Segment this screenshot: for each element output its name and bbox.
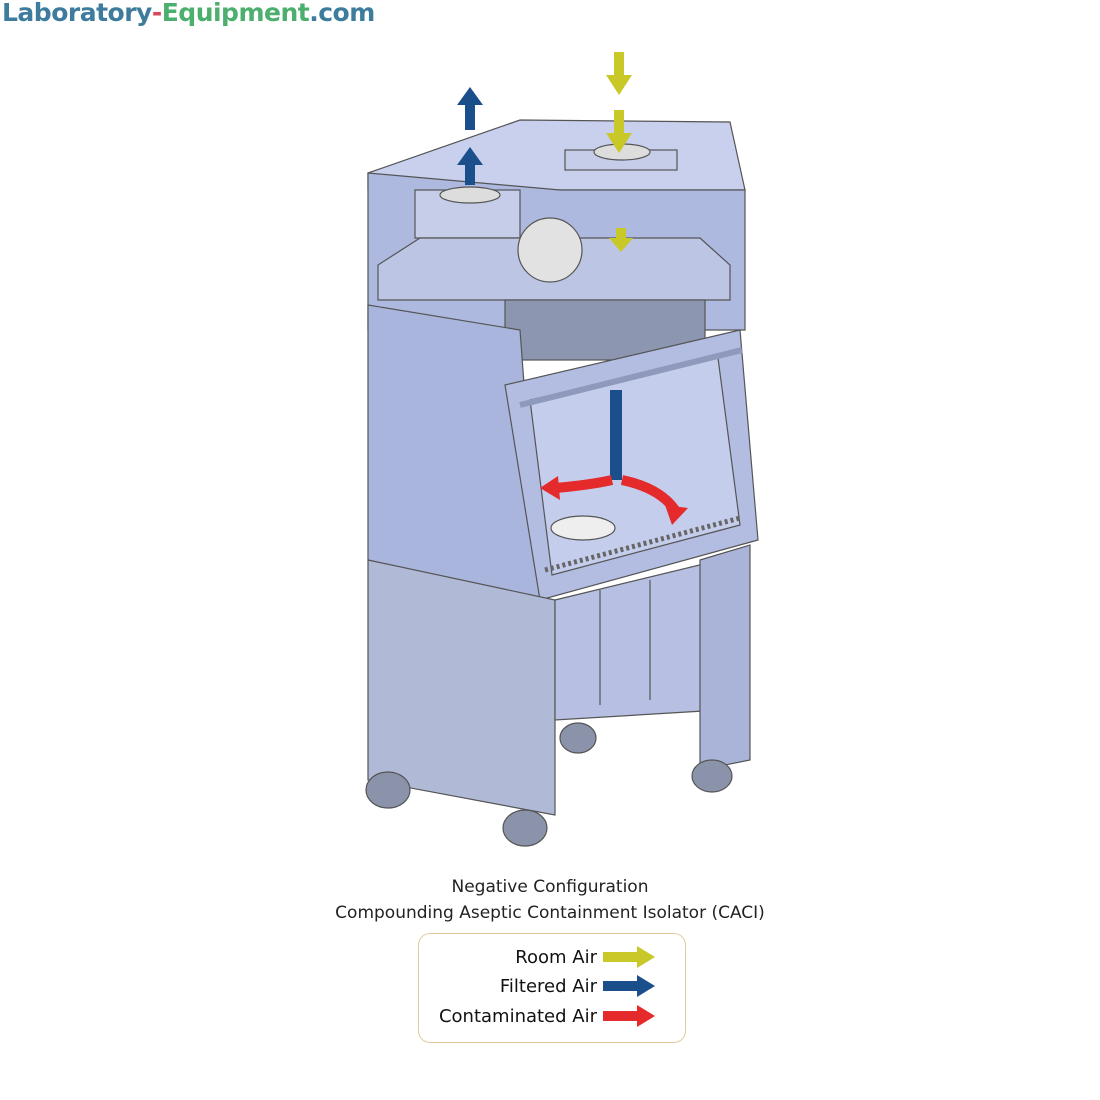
base-right-leg — [699, 544, 751, 771]
legend-label: Filtered Air — [499, 975, 597, 997]
legend-item-contaminated-air: Contaminated Air — [439, 1005, 655, 1027]
blue-arrow-icon — [603, 975, 655, 997]
caster-wheel — [502, 809, 548, 847]
filtered-air-arrows — [457, 87, 622, 480]
isolator-illustration — [365, 52, 759, 847]
base-left-panel — [367, 559, 556, 816]
caster-wheel — [691, 759, 733, 793]
logo-text-com: .com — [309, 0, 375, 27]
legend-item-room-air: Room Air — [515, 946, 655, 968]
site-logo: Laboratory-Equipment.com — [2, 0, 375, 27]
caption-subtitle: Compounding Aseptic Containment Isolator… — [335, 903, 765, 923]
exhaust-collar — [439, 186, 501, 204]
yellow-arrow-icon — [603, 946, 655, 968]
logo-dash: - — [151, 0, 162, 27]
caster-wheel — [559, 722, 597, 754]
blower-fan — [517, 217, 583, 283]
legend-item-filtered-air: Filtered Air — [500, 975, 655, 997]
legend: Room Air Filtered Air Contaminated Air — [418, 933, 686, 1043]
cabinet-left-side — [367, 304, 541, 601]
caster-wheel — [365, 771, 411, 809]
logo-text-equipment: Equipment — [161, 0, 310, 27]
legend-label: Room Air — [515, 946, 597, 968]
legend-label: Contaminated Air — [438, 1005, 597, 1027]
dispensing-device — [550, 515, 616, 541]
caption-title: Negative Configuration — [451, 877, 649, 897]
red-arrow-icon — [603, 1005, 655, 1027]
room-air-arrows — [606, 52, 633, 252]
figure-caption: Negative Configuration Compounding Asept… — [0, 874, 1100, 926]
logo-text-laboratory: Laboratory — [2, 0, 152, 27]
